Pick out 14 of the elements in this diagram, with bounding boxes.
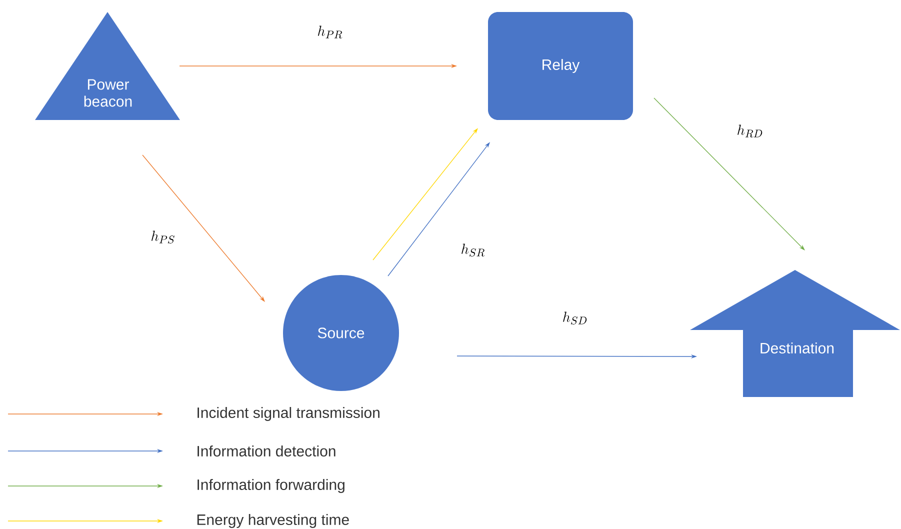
circle-node: Source (283, 275, 399, 391)
legend-text: Energy harvesting time (197, 514, 349, 528)
edge-label: $h_{RD}$ (736, 124, 764, 138)
arrow (654, 98, 805, 250)
edge-label: $h_{PS}$ (150, 230, 176, 244)
process-box: Relay (488, 12, 633, 120)
edge-label: $h_{SR}$ (460, 242, 486, 258)
edge-label: $h_{PR}$ (316, 24, 344, 40)
legend-text: Information detection (198, 445, 336, 456)
legend-text: Information forwarding (198, 479, 344, 493)
house-node: Destination (690, 270, 900, 397)
triangle-node: Power beacon (35, 12, 180, 120)
legend-text: Incident signal transmission (198, 407, 380, 421)
edge-label: $h_{SD}$ (561, 310, 589, 326)
